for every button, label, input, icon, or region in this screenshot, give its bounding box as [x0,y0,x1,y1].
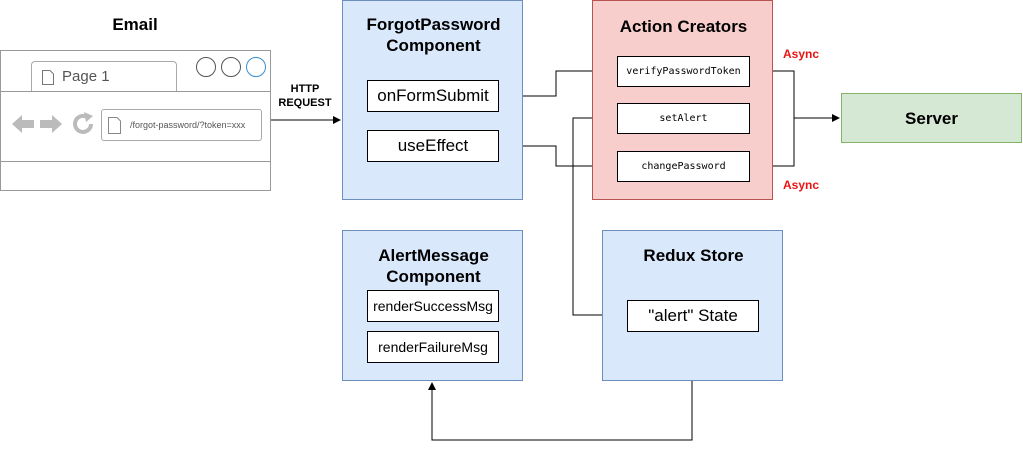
browser-content-divider [1,161,270,162]
reload-icon[interactable] [71,112,95,136]
action-creators-title: Action Creators [619,17,748,36]
store-to-alertmessage-arrow [428,381,693,441]
useeffect-to-changepassword-arrow [498,145,615,170]
verify-password-token-box: verifyPasswordToken [617,56,750,87]
async-label-top: Async [783,47,820,61]
onformsubmit-box: onFormSubmit [367,80,499,112]
browser-window: Page 1 /forgot-password/?token=xxx [0,50,271,191]
email-title: Email [112,15,158,34]
useeffect-box: useEffect [367,130,499,162]
alert-message-title: AlertMessage Component [378,246,489,286]
async-label-bottom: Async [783,178,820,192]
window-close-icon[interactable] [246,57,266,77]
browser-tab[interactable]: Page 1 [31,61,177,92]
server-box: Server [841,93,1022,143]
server-title: Server [905,108,958,128]
http-request-label: HTTP REQUEST [278,83,332,109]
render-failure-msg-box: renderFailureMsg [367,331,499,363]
action-creators-panel: Action Creators verifyPasswordToken setA… [592,0,773,200]
alert-message-component: AlertMessage Component renderSuccessMsg … [342,230,523,381]
url-text: /forgot-password/?token=xxx [130,120,246,130]
forgot-password-component: ForgotPassword Component onFormSubmit us… [342,0,523,200]
window-maximize-icon[interactable] [221,57,241,77]
onformsubmit-to-verify-arrow [498,67,615,97]
back-arrow-icon[interactable] [11,113,35,135]
url-bar[interactable]: /forgot-password/?token=xxx [101,109,262,141]
change-password-box: changePassword [617,151,750,182]
redux-store-title: Redux Store [643,246,744,265]
redux-store-panel: Redux Store "alert" State [602,230,783,381]
forgot-password-title: ForgotPassword Component [366,15,501,55]
alert-state-box: "alert" State [627,300,759,332]
tab-label: Page 1 [62,68,110,85]
render-success-msg-box: renderSuccessMsg [367,290,499,322]
window-minimize-icon[interactable] [196,57,216,77]
tab-divider [1,91,270,92]
page-icon [42,70,54,85]
url-page-icon [108,117,121,134]
set-alert-box: setAlert [617,103,750,134]
forward-arrow-icon[interactable] [39,113,63,135]
